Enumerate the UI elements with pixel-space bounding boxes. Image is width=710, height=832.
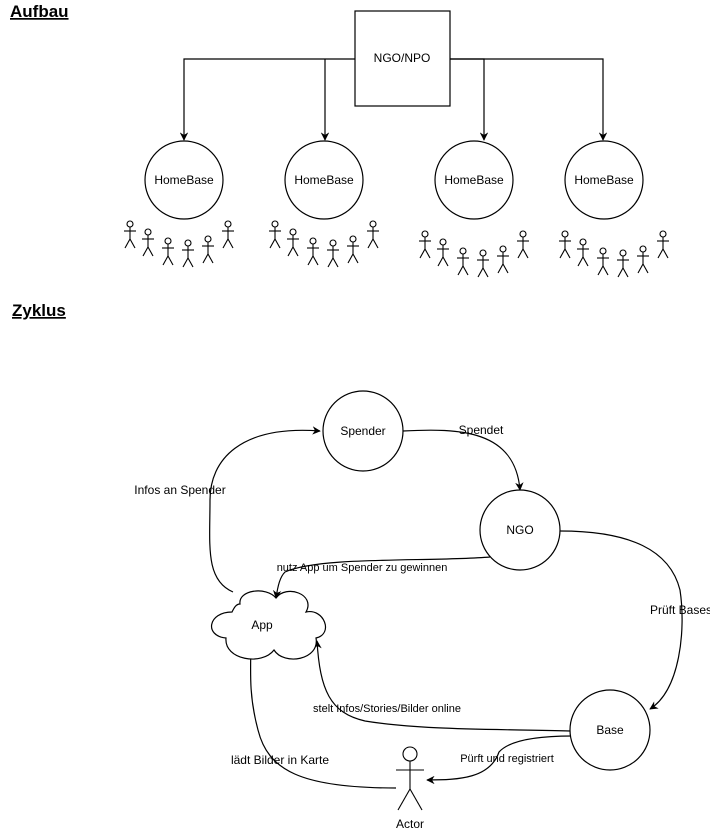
person-icon (347, 235, 359, 264)
base-node[interactable]: Base (569, 689, 651, 771)
spender-label: Spender (340, 424, 385, 438)
person-icon (457, 247, 469, 276)
person-icon (617, 249, 629, 278)
edge-label-stellt-infos: stelt Infos/Stories/Bilder online (313, 703, 461, 715)
homebase-node-4[interactable]: HomeBase (564, 140, 644, 220)
person-icon (437, 238, 449, 267)
ngo-label: NGO (506, 523, 533, 537)
person-icon (124, 220, 136, 249)
ngo-node[interactable]: NGO (479, 489, 561, 571)
person-icon (307, 237, 319, 266)
homebase-node-1[interactable]: HomeBase (144, 140, 224, 220)
actor-label: Actor (396, 817, 424, 831)
edge-labels: Spendet Infos an Spender nutz App um Spe… (134, 423, 710, 767)
spender-node[interactable]: Spender (322, 390, 404, 472)
person-icon (637, 245, 649, 274)
person-icon (367, 220, 379, 249)
homebase-label: HomeBase (444, 173, 504, 187)
actor-figure (396, 746, 424, 811)
person-icon (517, 230, 529, 259)
edge-label-laedt-bilder: lädt Bilder in Karte (231, 753, 329, 767)
homebase-label: HomeBase (294, 173, 354, 187)
person-icon (142, 228, 154, 257)
homebase-label: HomeBase (154, 173, 214, 187)
section-heading-aufbau: Aufbau (10, 2, 69, 21)
person-icon (577, 238, 589, 267)
person-icon (419, 230, 431, 259)
homebase-people-group-3 (419, 230, 529, 278)
homebase-people-group-1 (124, 220, 234, 268)
org-root-node[interactable]: NGO/NPO (354, 10, 451, 107)
homebase-people-group-4 (559, 230, 669, 278)
homebase-node-2[interactable]: HomeBase (284, 140, 364, 220)
person-icon (287, 228, 299, 257)
edge-label-infos-an-spender: Infos an Spender (134, 483, 225, 497)
person-icon (269, 220, 281, 249)
person-icon (559, 230, 571, 259)
base-label: Base (596, 723, 624, 737)
org-root-label: NGO/NPO (374, 51, 431, 65)
homebase-people-group-2 (269, 220, 379, 268)
person-icon (657, 230, 669, 259)
edge-label-prueft-bases: Prüft Bases (650, 603, 710, 617)
edge-label-spendet: Spendet (459, 423, 504, 437)
hierarchy-connectors (179, 58, 608, 141)
edge-label-nutz-app: nutz App um Spender zu gewinnen (277, 562, 448, 574)
app-cloud-node[interactable]: App (210, 590, 327, 660)
person-icon (222, 220, 234, 249)
person-icon (182, 239, 194, 268)
person-icon (202, 235, 214, 264)
person-icon (597, 247, 609, 276)
homebase-node-3[interactable]: HomeBase (434, 140, 514, 220)
person-icon (327, 239, 339, 268)
actor-node[interactable]: Actor (396, 746, 424, 831)
edge-label-puerft-registriert: Pürft und registriert (460, 753, 554, 765)
section-heading-zyklus: Zyklus (12, 301, 66, 320)
homebase-label: HomeBase (574, 173, 634, 187)
person-icon (497, 245, 509, 274)
person-icon (477, 249, 489, 278)
app-label: App (251, 618, 273, 632)
people-groups (124, 220, 669, 278)
cycle-edges (209, 426, 683, 789)
person-icon (162, 237, 174, 266)
